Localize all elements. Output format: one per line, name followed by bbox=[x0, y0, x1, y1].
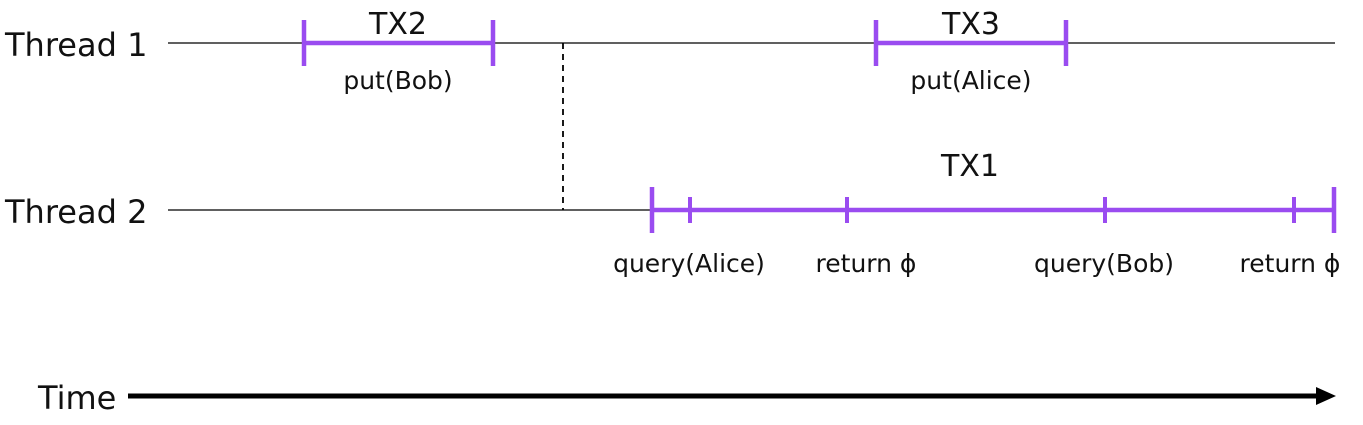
time-axis-arrowhead bbox=[1316, 387, 1336, 405]
tx1-interval bbox=[649, 187, 1337, 233]
thread-2-label: Thread 2 bbox=[4, 193, 147, 231]
tx3-label: TX3 bbox=[941, 7, 1000, 42]
tx1-label: TX1 bbox=[940, 149, 999, 184]
tx3-op-put-alice: put(Alice) bbox=[910, 66, 1031, 95]
tx1-op-return-2: return ϕ bbox=[1240, 249, 1341, 278]
tx1-op-query-alice: query(Alice) bbox=[613, 249, 765, 278]
time-axis-label: Time bbox=[37, 379, 116, 417]
tx2-interval bbox=[301, 20, 496, 66]
thread-1-label: Thread 1 bbox=[4, 26, 147, 64]
tx2-label: TX2 bbox=[368, 7, 427, 42]
tx3-interval bbox=[873, 20, 1069, 66]
tx2-op-put-bob: put(Bob) bbox=[343, 66, 452, 95]
tx1-op-query-bob: query(Bob) bbox=[1034, 249, 1174, 278]
tx1-op-return-1: return ϕ bbox=[816, 249, 917, 278]
